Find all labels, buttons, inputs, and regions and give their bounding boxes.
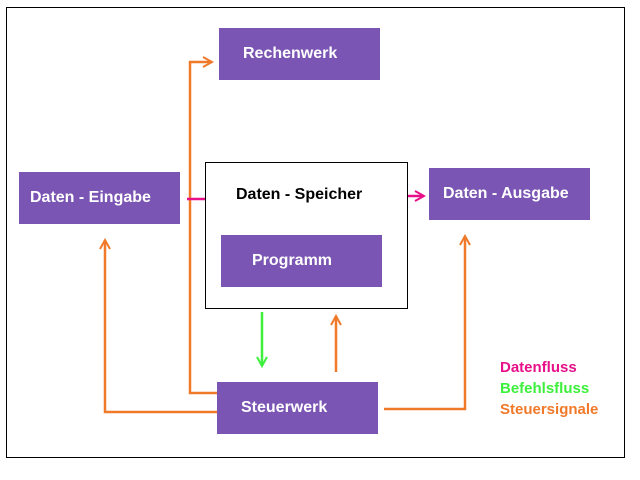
diagram-frame xyxy=(6,7,625,458)
legend-datenfluss: Datenfluss xyxy=(500,359,577,376)
legend-befehlsfluss: Befehlsfluss xyxy=(500,380,590,397)
steuerwerk-label: Steuerwerk xyxy=(241,399,328,416)
arrow-steuerwerk-to-eingabe xyxy=(105,240,217,414)
daten-eingabe-label: Daten - Eingabe xyxy=(30,189,151,206)
rechenwerk-label: Rechenwerk xyxy=(243,45,338,62)
arrow-steuerwerk-to-ausgabe xyxy=(384,236,465,411)
rechenwerk-box: Rechenwerk xyxy=(219,28,380,80)
daten-speicher-label: Daten - Speicher xyxy=(236,186,363,203)
legend: Datenfluss Befehlsfluss Steuersignale xyxy=(500,357,598,420)
arrow-steuerwerk-to-rechenwerk xyxy=(188,62,217,395)
daten-eingabe-box: Daten - Eingabe xyxy=(19,172,180,224)
legend-steuersignale: Steuersignale xyxy=(500,401,599,418)
daten-ausgabe-label: Daten - Ausgabe xyxy=(443,185,569,202)
daten-ausgabe-box: Daten - Ausgabe xyxy=(429,168,590,220)
programm-box: Programm xyxy=(221,235,382,287)
steuerwerk-box: Steuerwerk xyxy=(217,382,378,434)
programm-label: Programm xyxy=(252,252,333,269)
